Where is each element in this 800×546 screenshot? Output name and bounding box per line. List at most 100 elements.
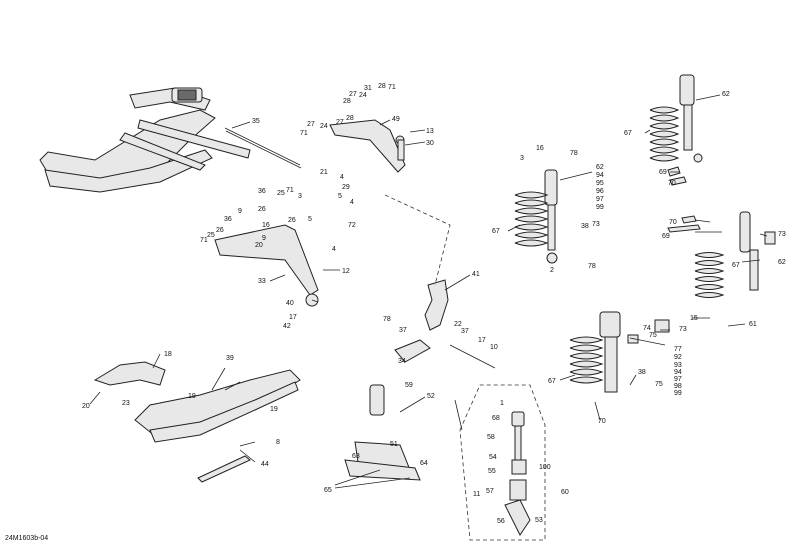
- callout-28: 28: [343, 98, 351, 105]
- callout-75: 75: [649, 332, 657, 339]
- callout-99: 99: [596, 204, 604, 211]
- callout-67: 67: [624, 130, 632, 137]
- callout-16: 16: [536, 145, 544, 152]
- callout-71: 71: [286, 187, 294, 194]
- callout-22: 22: [454, 321, 462, 328]
- center-shock-assembly: [514, 169, 558, 264]
- callout-71: 71: [200, 237, 208, 244]
- callout-54: 54: [489, 454, 497, 461]
- callout-72: 72: [348, 222, 356, 229]
- callout-64: 64: [420, 460, 428, 467]
- callout-10: 10: [490, 344, 498, 351]
- callout-15: 15: [690, 315, 698, 322]
- callout-67: 67: [548, 378, 556, 385]
- callout-99: 99: [674, 390, 682, 397]
- callout-77: 77: [674, 346, 682, 353]
- callout-100: 100: [539, 464, 551, 471]
- callout-61: 61: [749, 321, 757, 328]
- callout-19: 19: [188, 393, 196, 400]
- callout-71: 71: [388, 84, 396, 91]
- callout-44: 44: [261, 461, 269, 468]
- callout-38: 38: [638, 369, 646, 376]
- callout-11: 11: [473, 491, 480, 498]
- callout-24: 24: [320, 123, 328, 130]
- callout-68: 68: [492, 415, 500, 422]
- callout-70: 70: [668, 180, 676, 187]
- callout-74: 74: [643, 325, 651, 332]
- callout-4: 4: [350, 199, 354, 206]
- callout-94: 94: [596, 172, 604, 179]
- callout-34: 34: [398, 358, 406, 365]
- leader-lines: [89, 94, 768, 489]
- callout-70: 70: [669, 219, 677, 226]
- callout-92: 92: [674, 354, 682, 361]
- callout-27: 27: [307, 121, 315, 128]
- callout-53: 53: [535, 517, 543, 524]
- shock-assembly-mid-right: [667, 211, 776, 298]
- callout-98: 98: [674, 383, 682, 390]
- callout-37: 37: [461, 328, 469, 335]
- callout-25: 25: [277, 190, 285, 197]
- callout-23: 23: [122, 400, 130, 407]
- callout-94: 94: [674, 369, 682, 376]
- callout-69: 69: [659, 169, 667, 176]
- callout-9: 9: [238, 208, 242, 215]
- callout-27: 27: [349, 91, 357, 98]
- callout-29: 29: [342, 184, 350, 191]
- callout-20: 20: [255, 242, 263, 249]
- callout-62: 62: [778, 259, 786, 266]
- shock-assembly-lower-right: [569, 311, 670, 393]
- callout-17: 17: [289, 314, 297, 321]
- callout-73: 73: [778, 231, 786, 238]
- callout-93: 93: [674, 362, 682, 369]
- callout-12: 12: [342, 268, 350, 275]
- callout-95: 95: [596, 180, 604, 187]
- callout-75: 75: [655, 381, 663, 388]
- callout-97: 97: [596, 196, 604, 203]
- callout-18: 18: [164, 351, 172, 358]
- callout-60: 60: [561, 489, 569, 496]
- callout-28: 28: [346, 115, 354, 122]
- callout-36: 36: [224, 216, 232, 223]
- callout-25: 25: [207, 232, 215, 239]
- lower-a-arm: [214, 224, 319, 307]
- callout-71: 71: [300, 130, 308, 137]
- callout-36: 36: [258, 188, 266, 195]
- callout-62: 62: [722, 91, 730, 98]
- callout-9: 9: [262, 235, 266, 242]
- callout-55: 55: [488, 468, 496, 475]
- callout-21: 21: [320, 169, 328, 176]
- callout-49: 49: [392, 116, 400, 123]
- callout-58: 58: [487, 434, 495, 441]
- callout-20: 20: [82, 403, 90, 410]
- callout-2: 2: [550, 267, 554, 274]
- callout-78: 78: [588, 263, 596, 270]
- callout-8: 8: [276, 439, 280, 446]
- shock-assembly-top-right: [649, 74, 703, 186]
- callout-26: 26: [258, 206, 266, 213]
- callout-57: 57: [486, 488, 494, 495]
- callout-3: 3: [520, 155, 524, 162]
- callout-26: 26: [288, 217, 296, 224]
- shock-exploded-bottom: [459, 384, 546, 541]
- ski-assembly-overview: [39, 87, 302, 193]
- callout-31: 31: [364, 85, 372, 92]
- callout-78: 78: [570, 150, 578, 157]
- spindle: [394, 279, 496, 369]
- callout-67: 67: [732, 262, 740, 269]
- callout-17: 17: [478, 337, 486, 344]
- callout-19: 19: [270, 406, 278, 413]
- callout-1: 1: [500, 400, 504, 407]
- callout-59: 59: [405, 382, 413, 389]
- callout-40: 40: [286, 300, 294, 307]
- callout-73: 73: [592, 221, 600, 228]
- ski-bottom: [93, 361, 301, 483]
- callout-70: 70: [598, 418, 606, 425]
- diagram-code: 24M1603b-04: [5, 535, 48, 542]
- callout-38: 38: [581, 223, 589, 230]
- callout-41: 41: [472, 271, 480, 278]
- callout-13: 13: [426, 128, 434, 135]
- upper-a-arm: [329, 119, 406, 173]
